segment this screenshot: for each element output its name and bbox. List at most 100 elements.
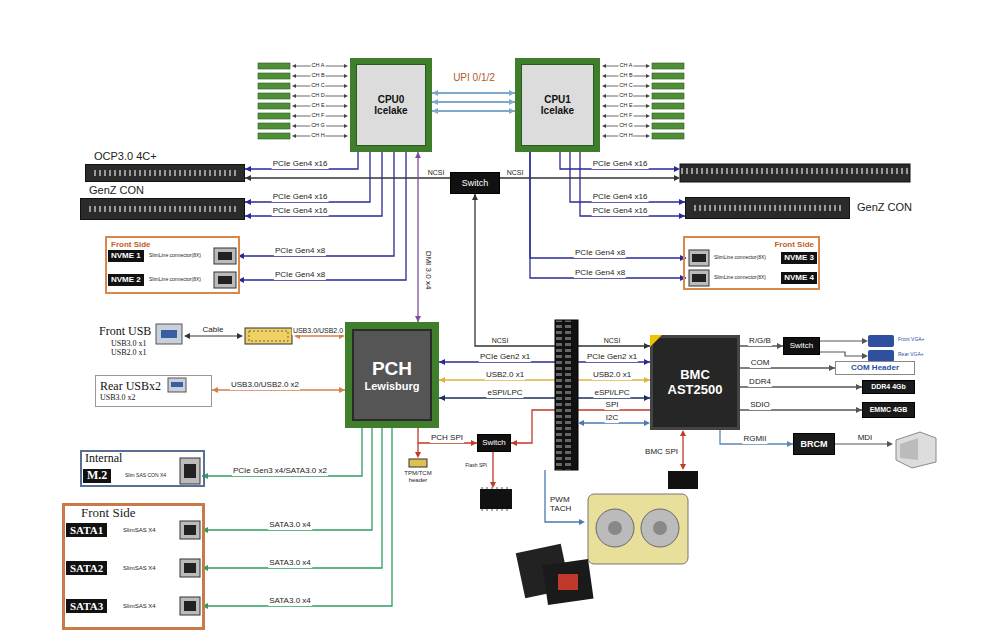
node-text: Switch <box>790 341 814 350</box>
pwm-wire <box>545 470 585 525</box>
edge-label: COM <box>750 359 771 368</box>
node-text: BRCM <box>801 439 828 449</box>
m2-group: InternalM.2 <box>80 450 205 487</box>
edge-label: SATA3.0 x4 <box>268 559 312 568</box>
phy-chip: BRCM <box>793 433 835 455</box>
diagram-label: SlimSAS X4 <box>122 565 157 572</box>
edge-label: SATA3.0 x4 <box>268 521 312 530</box>
diagram-label: SlimSAS X4 <box>122 603 157 610</box>
diagram-label: SlimSAS X4 <box>122 527 157 534</box>
connector <box>202 428 362 479</box>
node-text: NVME 3 <box>781 252 817 263</box>
edge-label: PCIe Gen3 x4/SATA3.0 x2 <box>232 467 328 476</box>
edge-label: SATA3.0 x4 <box>268 597 312 606</box>
diagram-label: SlimLine connector(8X) <box>713 255 767 261</box>
dimm-channel <box>602 93 684 99</box>
node-text: NVME 4 <box>781 272 817 283</box>
diagram-label: CH F <box>619 112 634 118</box>
node-text: NVME 1 <box>108 250 144 261</box>
dimm-channel <box>602 113 684 119</box>
bmc-chip: BMC AST2500 <box>650 335 740 430</box>
dimm-channel <box>602 73 684 79</box>
diagram-label: Slim SAS CON X4 <box>124 473 167 479</box>
diagram-label: TPM/TCM header <box>400 470 436 483</box>
dimm-channel <box>602 103 684 109</box>
switch-box: Switch <box>783 337 820 355</box>
diagram-label: USB2.0 x1 <box>110 349 148 358</box>
diagram-label: Front VGA+ <box>897 337 926 343</box>
edge-label: PCIe Gen4 x16 <box>272 160 329 169</box>
connector <box>570 152 685 205</box>
node-text: NVME 2 <box>108 274 144 285</box>
node-text: SATA2 <box>66 561 107 576</box>
diagram-label: USB3.0 x1 <box>110 340 148 349</box>
edge-label: eSPI/LPC <box>486 389 523 398</box>
diagram-label: CH D <box>310 92 325 98</box>
node-text: Internal <box>85 452 122 466</box>
edge-label: PCIe Gen4 x16 <box>592 207 649 216</box>
usb-icon <box>156 324 182 344</box>
node-text: Front Side <box>774 240 814 249</box>
edge-label: PCIe Gen4 x16 <box>272 193 329 202</box>
pcie-wire <box>560 152 680 172</box>
diagram-label: CH G <box>618 122 634 128</box>
connector <box>720 430 793 447</box>
edge-label: PCIe Gen4 x8 <box>274 271 326 280</box>
dimm-channel <box>258 63 348 69</box>
node-text: Rear USBx2 <box>100 380 207 394</box>
connector <box>418 428 477 446</box>
edge-label: SDIO <box>749 401 771 410</box>
diagram-label: eSPI/LPC <box>593 389 630 398</box>
connector <box>245 175 450 181</box>
node-text: CPU1 Icelake <box>536 94 580 117</box>
node-text: PCH Lewisburg <box>356 358 428 392</box>
node-text: COM Header <box>851 363 899 372</box>
switch-box: Switch <box>477 434 511 452</box>
edge-label: RGMII <box>742 435 767 444</box>
genz-connector: GenZ CON <box>685 197 850 219</box>
diagram-label: Cable <box>202 326 225 335</box>
diagram-label: CH F <box>311 112 326 118</box>
diagram-label: NCSI <box>506 169 525 177</box>
diagram-label: BMC SPI <box>644 448 679 457</box>
node-text: GenZ CON <box>89 184 144 197</box>
front-side-group: Front SideNVME 1 NVME 2 <box>105 236 240 294</box>
edge-label: NCSI <box>427 169 446 177</box>
dimm-channel <box>258 73 348 79</box>
diagram-label: SlimLine connector(8X) <box>713 275 767 281</box>
pcie-slot <box>680 164 910 182</box>
dimm-channel <box>602 83 684 89</box>
node-text: EMMC 4GB <box>870 406 908 414</box>
node-text: Front Side <box>111 240 151 249</box>
edge-label: PCIe Gen2 x1 <box>479 353 531 362</box>
edge-label: USB2.0 x1 <box>485 371 525 380</box>
diagram-label: CH D <box>618 92 633 98</box>
edge-label: DDR4 <box>748 378 772 387</box>
dimm-channel <box>602 123 684 129</box>
edge-label: SPI <box>605 401 620 410</box>
edge-label: PCIe Gen4 x16 <box>592 193 649 202</box>
dimm-channel <box>602 63 684 69</box>
diagram-label: PCIe Gen2 x1 <box>586 353 638 362</box>
node-text: GenZ CON <box>857 201 912 214</box>
connector <box>580 152 685 219</box>
connector <box>432 99 515 105</box>
diagram-label: USB3.0/USB2.0 <box>292 327 344 335</box>
connector <box>511 410 650 446</box>
edge-label: PCH SPI <box>430 434 464 443</box>
edge-label: NCSI <box>491 337 510 345</box>
dimm-channel <box>258 133 348 139</box>
node-text: Switch <box>462 178 489 188</box>
edge-label: PCIe Gen4 x8 <box>574 249 626 258</box>
connector-strip <box>555 320 578 470</box>
memory-chip: DDR4 4Gb <box>862 380 915 394</box>
tpm-header <box>409 443 427 467</box>
diagram-label: CH A <box>311 62 326 68</box>
diagram-label: CH H <box>618 132 633 138</box>
com-header: COM Header <box>835 361 915 375</box>
node-text: USB3.0 x2 <box>100 393 207 402</box>
dimm-channel <box>258 123 348 129</box>
